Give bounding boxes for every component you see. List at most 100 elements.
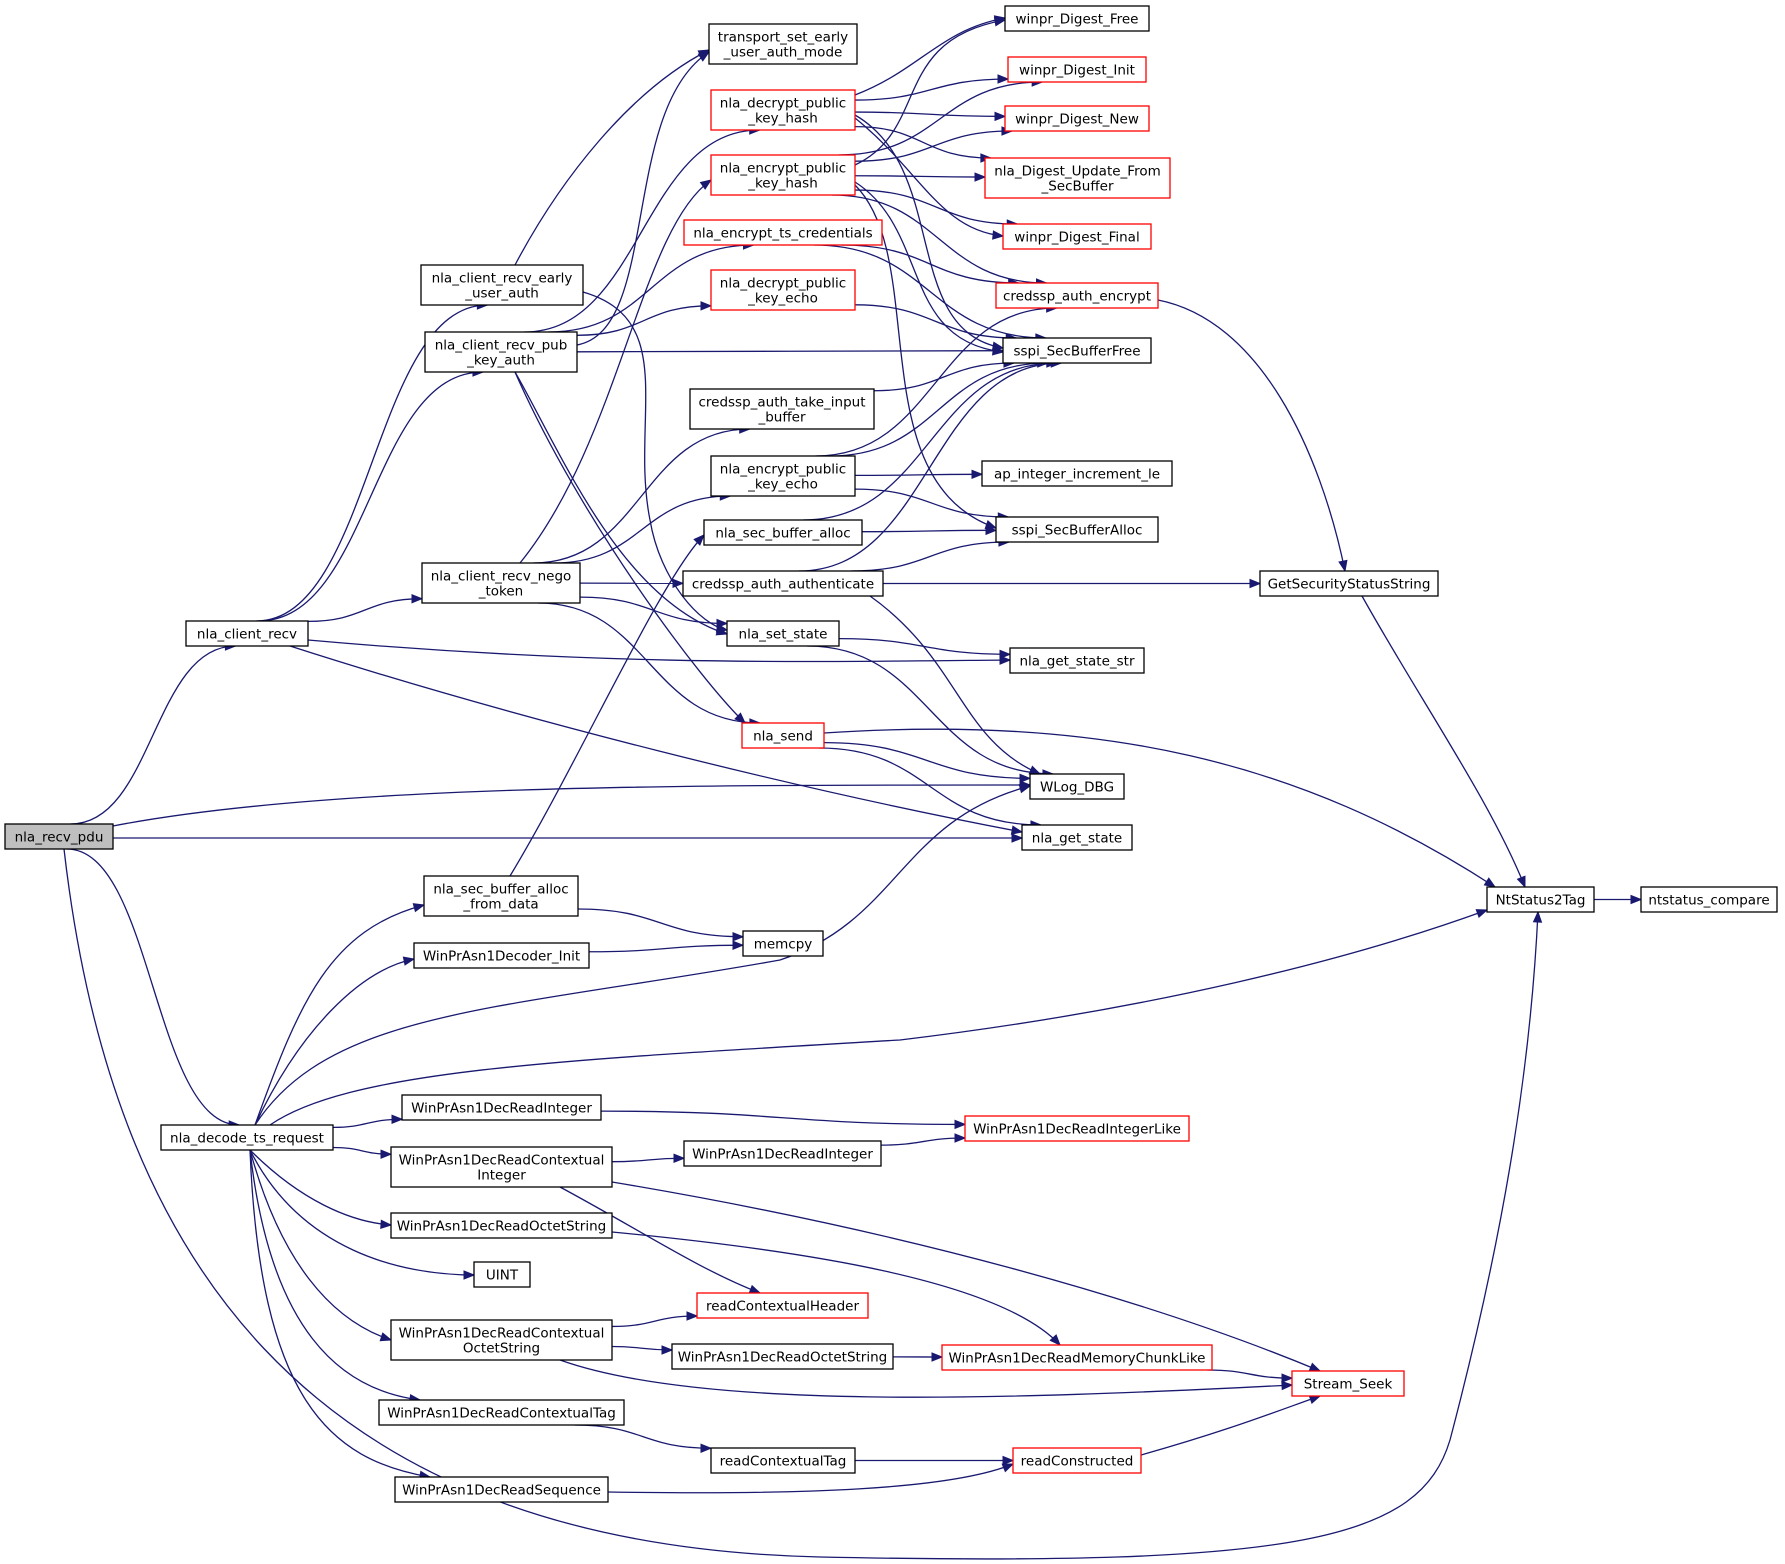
node-WLog_DBG[interactable]: WLog_DBG <box>1029 773 1125 800</box>
node-nla_Digest_Update_From_SecBuffer[interactable]: nla_Digest_Update_From_SecBuffer <box>984 157 1171 199</box>
node-nla_encrypt_public_key_echo[interactable]: nla_encrypt_public_key_echo <box>710 455 856 497</box>
node-nla_set_state[interactable]: nla_set_state <box>726 620 840 647</box>
node-readContextualHeader[interactable]: readContextualHeader <box>696 1292 869 1319</box>
edge-line <box>807 645 1053 775</box>
node-UINT[interactable]: UINT <box>473 1261 531 1288</box>
node-box <box>1021 824 1133 851</box>
node-nla_client_recv_pub_key_auth[interactable]: nla_client_recv_pub_key_auth <box>424 331 578 373</box>
node-nla_get_state[interactable]: nla_get_state <box>1021 824 1133 851</box>
node-readConstructed[interactable]: readConstructed <box>1012 1447 1142 1474</box>
node-sspi_SecBufferAlloc[interactable]: sspi_SecBufferAlloc <box>995 516 1159 543</box>
node-WinPrAsn1DecReadInteger_b[interactable]: WinPrAsn1DecReadInteger <box>683 1140 882 1167</box>
node-Stream_Seek[interactable]: Stream_Seek <box>1291 1370 1405 1397</box>
node-ntstatus_compare[interactable]: ntstatus_compare <box>1640 886 1778 913</box>
node-WinPrAsn1DecReadSequence[interactable]: WinPrAsn1DecReadSequence <box>394 1476 609 1503</box>
node-credssp_auth_encrypt[interactable]: credssp_auth_encrypt <box>995 282 1159 309</box>
node-label: transport_set_early <box>718 30 848 46</box>
edge-line <box>854 19 1006 166</box>
edge-line <box>269 909 1488 1126</box>
node-nla_decrypt_public_key_echo[interactable]: nla_decrypt_public_key_echo <box>710 269 856 311</box>
edge-line <box>576 350 1004 353</box>
node-winpr_Digest_Init[interactable]: winpr_Digest_Init <box>1007 56 1147 83</box>
node-label: nla_sec_buffer_alloc <box>715 526 850 542</box>
arrowhead-icon <box>1475 909 1489 919</box>
edge-line <box>873 362 1014 392</box>
node-readContextualTag[interactable]: readContextualTag <box>710 1447 856 1474</box>
node-nla_decrypt_public_key_hash[interactable]: nla_decrypt_public_key_hash <box>710 89 856 131</box>
node-label: _key_echo <box>747 291 818 307</box>
node-WinPrAsn1DecReadMemoryChunkLike[interactable]: WinPrAsn1DecReadMemoryChunkLike <box>941 1344 1213 1371</box>
node-NtStatus2Tag[interactable]: NtStatus2Tag <box>1486 886 1595 913</box>
edge-nla_client_recv-to-nla_get_state <box>289 645 1024 835</box>
node-transport_set_early_user_auth_mode[interactable]: transport_set_early_user_auth_mode <box>708 23 858 65</box>
edge-credssp_auth_authenticate-to-GetSecurityStatusString <box>883 578 1262 589</box>
node-box <box>1012 1447 1142 1474</box>
node-box <box>726 620 840 647</box>
node-nla_encrypt_ts_credentials[interactable]: nla_encrypt_ts_credentials <box>683 219 883 246</box>
node-nla_sec_buffer_alloc_from_data[interactable]: nla_sec_buffer_alloc_from_data <box>423 875 579 917</box>
arrowhead-icon <box>1011 833 1024 843</box>
node-memcpy[interactable]: memcpy <box>742 930 824 957</box>
edge-WinPrAsn1DecReadOctetString_a-to-WinPrAsn1DecReadMemoryChunkLike <box>611 1231 1061 1346</box>
node-WinPrAsn1DecReadInteger_a[interactable]: WinPrAsn1DecReadInteger <box>401 1094 602 1121</box>
arrowhead-icon <box>999 649 1012 660</box>
edge-nla_decode_ts_request-to-WinPrAsn1DecReadContextualTag <box>249 1149 422 1404</box>
node-nla_sec_buffer_alloc[interactable]: nla_sec_buffer_alloc <box>703 519 863 546</box>
node-label: nla_Digest_Update_From <box>994 164 1161 180</box>
arrowhead-icon <box>715 626 729 636</box>
node-nla_send[interactable]: nla_send <box>741 722 825 749</box>
edge-line <box>70 645 236 825</box>
node-credssp_auth_take_input_buffer[interactable]: credssp_auth_take_input_buffer <box>689 388 875 430</box>
node-nla_client_recv_nego_token[interactable]: nla_client_recv_nego_token <box>421 562 581 604</box>
node-credssp_auth_authenticate[interactable]: credssp_auth_authenticate <box>682 570 884 597</box>
node-WinPrAsn1DecReadOctetString_b[interactable]: WinPrAsn1DecReadOctetString <box>671 1343 894 1370</box>
node-label: WinPrAsn1DecReadSequence <box>402 1483 601 1499</box>
node-label: nla_client_recv_nego <box>431 569 572 585</box>
arrowhead-icon <box>1281 1373 1294 1383</box>
node-nla_recv_pdu: nla_recv_pdu <box>4 823 114 850</box>
node-winpr_Digest_Final[interactable]: winpr_Digest_Final <box>1002 223 1152 250</box>
node-WinPrAsn1Decoder_Init[interactable]: WinPrAsn1Decoder_Init <box>413 942 590 969</box>
node-nla_decode_ts_request[interactable]: nla_decode_ts_request <box>160 1124 334 1151</box>
arrowhead-icon <box>732 940 745 950</box>
node-nla_client_recv_early_user_auth[interactable]: nla_client_recv_early_user_auth <box>420 264 584 306</box>
edge-line <box>823 728 1496 888</box>
node-label: nla_decrypt_public <box>720 276 846 292</box>
edge-line <box>289 645 1023 833</box>
node-GetSecurityStatusString[interactable]: GetSecurityStatusString <box>1259 570 1439 597</box>
arrowhead-icon <box>954 1119 967 1130</box>
node-box <box>473 1261 531 1288</box>
arrowhead-icon <box>716 618 729 629</box>
node-WinPrAsn1DecReadContextualTag[interactable]: WinPrAsn1DecReadContextualTag <box>378 1399 625 1426</box>
node-WinPrAsn1DecReadIntegerLike[interactable]: WinPrAsn1DecReadIntegerLike <box>964 1115 1190 1142</box>
edge-nla_sec_buffer_alloc_from_data-to-nla_sec_buffer_alloc <box>509 534 705 877</box>
node-nla_encrypt_public_key_hash[interactable]: nla_encrypt_public_key_hash <box>710 154 856 196</box>
node-ap_integer_increment_le[interactable]: ap_integer_increment_le <box>981 460 1173 487</box>
edge-line <box>854 117 1004 237</box>
edge-nla_encrypt_public_key_echo-to-sspi_SecBufferAlloc <box>854 488 1010 522</box>
arrowhead-icon <box>994 111 1007 122</box>
edge-nla_recv_pdu-to-nla_client_recv <box>70 641 237 825</box>
node-label: credssp_auth_authenticate <box>692 577 874 593</box>
node-label: _user_auth_mode <box>723 45 843 61</box>
edge-nla_recv_pdu-to-nla_decode_ts_request <box>66 848 241 1130</box>
node-box <box>424 331 578 373</box>
node-label: Stream_Seek <box>1304 1377 1393 1393</box>
edge-nla_decode_ts_request-to-WinPrAsn1DecReadOctetString_a <box>249 1149 393 1229</box>
node-nla_get_state_str[interactable]: nla_get_state_str <box>1009 647 1145 674</box>
edge-line <box>819 747 1041 826</box>
node-sspi_SecBufferFree[interactable]: sspi_SecBufferFree <box>1002 337 1152 364</box>
edge-line <box>254 958 415 1126</box>
node-label: NtStatus2Tag <box>1496 893 1586 909</box>
node-WinPrAsn1DecReadOctetString_a[interactable]: WinPrAsn1DecReadOctetString <box>390 1212 613 1239</box>
node-label: winpr_Digest_New <box>1015 112 1139 128</box>
node-winpr_Digest_Free[interactable]: winpr_Digest_Free <box>1004 5 1150 32</box>
node-box <box>682 570 884 597</box>
node-label: winpr_Digest_Final <box>1014 230 1139 246</box>
node-winpr_Digest_New[interactable]: winpr_Digest_New <box>1004 105 1150 132</box>
node-nla_client_recv[interactable]: nla_client_recv <box>185 620 309 647</box>
edge-line <box>112 784 1031 827</box>
edge-line <box>798 362 1062 572</box>
